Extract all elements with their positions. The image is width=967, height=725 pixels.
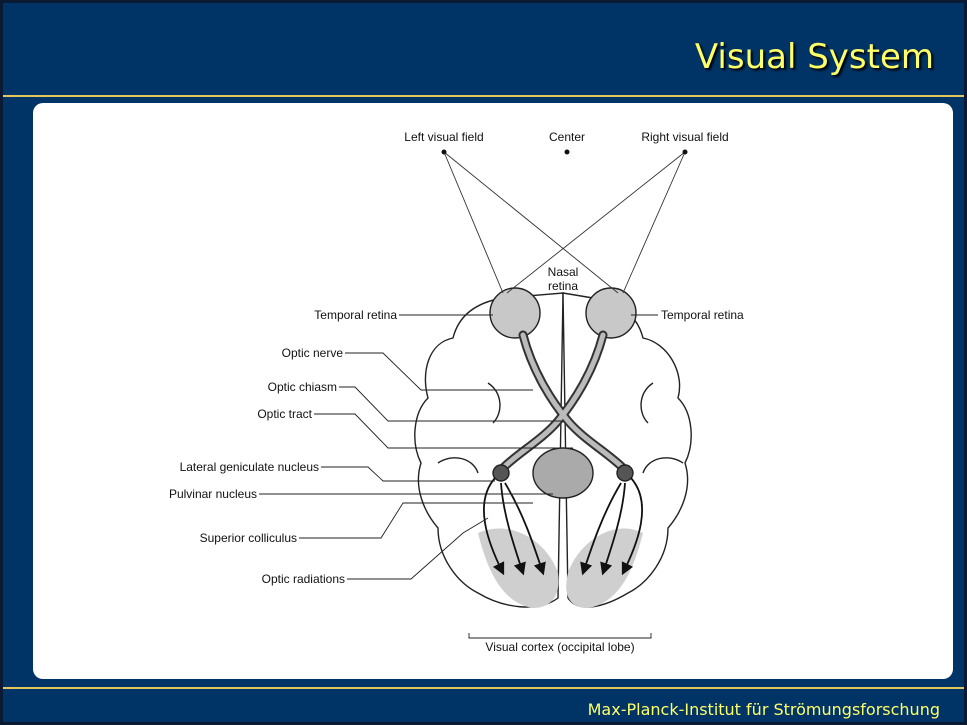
label-pulvinar-nucleus: Pulvinar nucleus	[169, 487, 257, 501]
label-optic-tract: Optic tract	[257, 407, 312, 421]
label-temporal-retina-right: Temporal retina	[661, 308, 744, 322]
label-center: Center	[549, 130, 585, 144]
left-eye	[490, 288, 540, 338]
label-right-visual-field: Right visual field	[641, 130, 728, 144]
diagram-panel: Left visual field Center Right visual fi…	[33, 103, 953, 679]
footer-institution: Max-Planck-Institut für Strömungsforschu…	[588, 700, 940, 719]
label-left-visual-field: Left visual field	[404, 130, 483, 144]
label-visual-cortex: Visual cortex (occipital lobe)	[485, 640, 634, 654]
visual-pathway-diagram: Left visual field Center Right visual fi…	[33, 103, 953, 679]
label-optic-radiations: Optic radiations	[262, 572, 345, 586]
footer-divider	[3, 687, 964, 689]
label-optic-nerve: Optic nerve	[282, 346, 344, 360]
slide-title: Visual System	[695, 37, 934, 77]
right-eye	[586, 288, 636, 338]
label-temporal-retina-left: Temporal retina	[314, 308, 397, 322]
label-nasal-retina-2: retina	[548, 279, 578, 293]
field-points	[442, 150, 688, 155]
label-superior-colliculus: Superior colliculus	[200, 531, 297, 545]
title-divider	[3, 95, 964, 97]
label-lateral-geniculate-nucleus: Lateral geniculate nucleus	[180, 460, 319, 474]
label-optic-chiasm: Optic chiasm	[268, 380, 337, 394]
label-nasal-retina: Nasal	[548, 265, 579, 279]
